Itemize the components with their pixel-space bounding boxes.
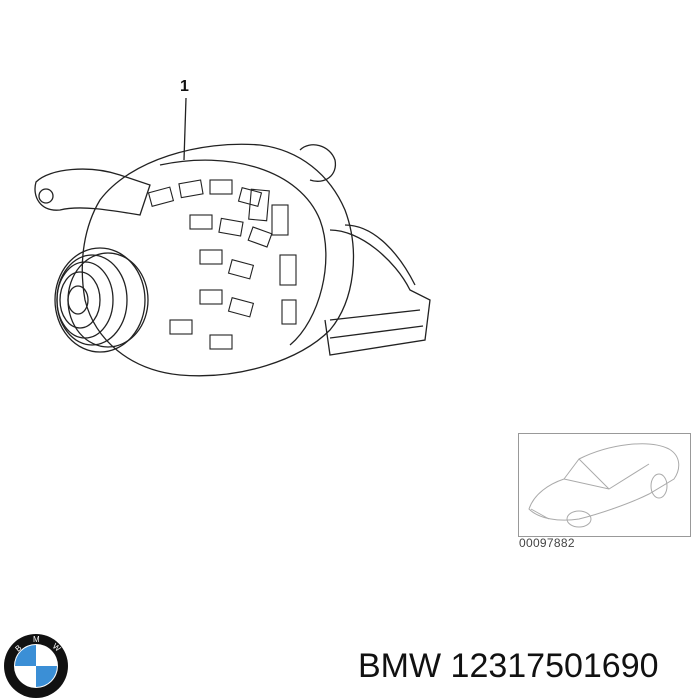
callout-number: 1	[180, 78, 189, 95]
svg-text:B: B	[14, 643, 24, 653]
thumbnail-code: 00097882	[519, 536, 575, 550]
svg-text:W: W	[51, 642, 63, 654]
car-outline-icon	[528, 443, 680, 528]
svg-text:M: M	[33, 635, 40, 644]
alternator-drawing	[34, 97, 431, 377]
product-part-number: BMW 12317501690	[358, 647, 659, 685]
reference-thumbnail	[518, 433, 691, 537]
bmw-logo: B M W	[4, 634, 68, 698]
